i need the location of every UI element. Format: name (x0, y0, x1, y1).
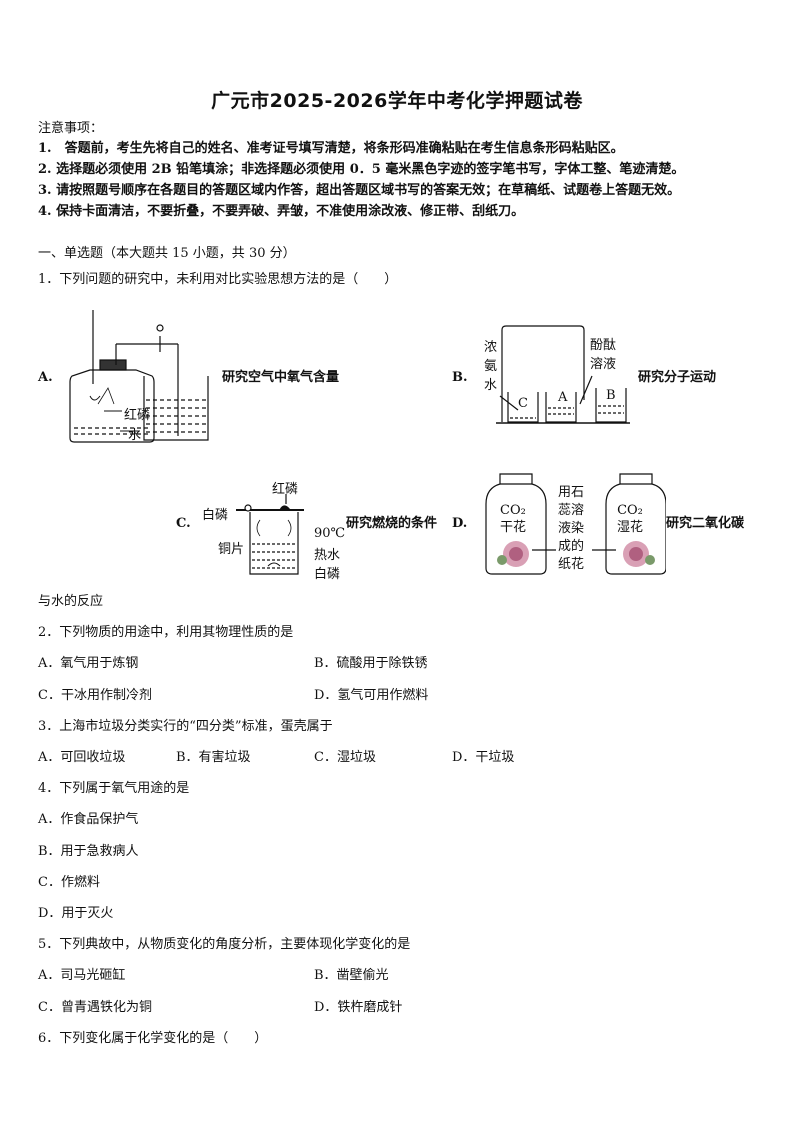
q1-stem: 1．下列问题的研究中，未利用对比实验思想方法的是（ ） (38, 272, 398, 287)
q4-option-b: B．用于急救病人 (38, 844, 139, 859)
q1-a-diagram (69, 310, 209, 443)
hot-water-beaker (249, 512, 299, 575)
notice-item-3: 3. 请按照题号顺序在各题目的答题区域内作答，超出答题区域书写的答案无效；在草稿… (38, 183, 681, 198)
q5-option-d: D．铁杵磨成针 (314, 1000, 403, 1015)
q1-c-label-white-phosphorus-bottom: 白磷 (314, 567, 341, 582)
q5-option-a: A．司马光砸缸 (38, 968, 126, 983)
q4-option-c: C．作燃料 (38, 875, 100, 890)
q1-c-label-copper: 铜片 (218, 542, 245, 557)
notice-heading: 注意事项： (38, 121, 104, 136)
q1-b-beaker-a-label: A (558, 390, 568, 405)
q1-d-middle-label: 用石蕊溶液染成的纸花 (558, 485, 585, 572)
q3-option-c: C．湿垃圾 (314, 750, 376, 765)
q1-d-caption-continued: 与水的反应 (38, 594, 104, 609)
q5-option-b: B．凿壁偷光 (314, 968, 389, 983)
q2-option-a: A．氧气用于炼钢 (38, 656, 139, 671)
section-heading: 一、单选题（本大题共 15 小题，共 30 分） (38, 246, 296, 261)
paper-flower-icon-2 (623, 541, 655, 567)
q1-c-diagram (236, 494, 304, 575)
q2-option-d: D．氢气可用作燃料 (314, 688, 429, 703)
q4-stem: 4．下列属于氧气用途的是 (38, 781, 190, 796)
q5-option-c: C．曾青遇铁化为铜 (38, 1000, 152, 1015)
q3-option-d: D．干垃圾 (452, 750, 515, 765)
q1-b-beaker-c-label: C (518, 396, 528, 411)
q3-option-a: A．可回收垃圾 (38, 750, 126, 765)
page-title: 广元市2025-2026学年中考化学押题试卷 (211, 90, 583, 112)
q4-option-d: D．用于灭火 (38, 906, 114, 921)
jar-dry-flower (485, 473, 547, 575)
q1-b-label-ammonia: 浓氨水 (484, 340, 498, 393)
q1-c-label-white-phosphorus-top: 白磷 (202, 508, 229, 523)
q1-c-label-red-phosphorus: 红磷 (272, 482, 299, 497)
q1-c-caption: 研究燃烧的条件 (346, 516, 438, 531)
q1-b-beaker-b-label: B (606, 388, 616, 403)
beaker-a (545, 392, 577, 423)
notice-item-4: 4. 保持卡面清洁，不要折叠，不要弄破、弄皱，不准使用涂改液、修正带、刮纸刀。 (38, 204, 525, 219)
q1-option-b-letter: B. (452, 370, 468, 385)
q1-b-caption: 研究分子运动 (638, 370, 717, 385)
beaker-c (507, 392, 539, 423)
q1-c-label-hot-water: 热水 (314, 548, 341, 563)
notice-item-2: 2. 选择题必须使用 2B 铅笔填涂；非选择题必须使用 0．5 毫米黑色字迹的签… (38, 162, 685, 177)
q4-option-a: A．作食品保护气 (38, 812, 139, 827)
q2-stem: 2．下列物质的用途中，利用其物理性质的是 (38, 625, 294, 640)
jar-wet-flower (605, 473, 666, 575)
q1-option-c-letter: C. (176, 516, 191, 531)
q2-option-c: C．干冰用作制冷剂 (38, 688, 152, 703)
q1-c-label-temperature: 90℃ (314, 526, 346, 541)
q5-stem: 5．下列典故中，从物质变化的角度分析，主要体现化学变化的是 (38, 937, 411, 952)
q3-option-b: B．有害垃圾 (176, 750, 251, 765)
q1-b-diagram (496, 325, 630, 424)
q6-stem: 6．下列变化属于化学变化的是（ ） (38, 1031, 268, 1046)
q1-d-diagram (485, 473, 666, 575)
q1-a-label-water: 水 (128, 428, 142, 443)
phosphorus-bottle (69, 310, 179, 443)
q1-option-a-letter: A. (38, 370, 53, 385)
q1-d-caption: 研究二氧化碳 (666, 516, 745, 531)
water-beaker (143, 376, 209, 441)
beaker-b (595, 388, 627, 423)
bell-jar (501, 325, 585, 422)
q2-option-b: B．硫酸用于除铁锈 (314, 656, 428, 671)
q1-a-caption: 研究空气中氧气含量 (222, 370, 340, 385)
paper-flower-icon (497, 541, 529, 567)
q3-stem: 3．上海市垃圾分类实行的“四分类”标准，蛋壳属于 (38, 719, 333, 734)
q1-option-d-letter: D. (452, 516, 468, 531)
notice-item-1: 1. 答题前，考生先将自己的姓名、准考证号填写清楚，将条形码准确粘贴在考生信息条… (38, 141, 624, 156)
q1-a-label-phosphorus: 红磷 (124, 408, 151, 423)
q1-b-label-phenolphthalein: 酚酞溶液 (590, 338, 617, 372)
